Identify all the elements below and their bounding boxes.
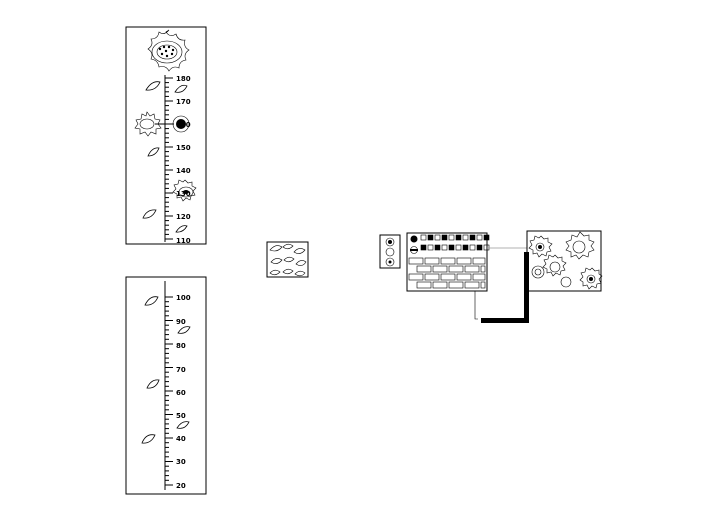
upper-panel-frame <box>125 26 207 245</box>
flower-icon-tile <box>379 234 401 269</box>
lower-label-70: 70 <box>176 366 186 374</box>
upper-label-130: 130 <box>176 190 191 198</box>
leaf-icon <box>141 434 156 444</box>
lower-sunflower-icon <box>172 179 197 202</box>
lower-label-90: 90 <box>176 318 186 326</box>
lower-panel-frame <box>125 276 207 495</box>
brick-cell <box>420 244 427 251</box>
brick-cell <box>480 265 486 273</box>
brick-cell <box>434 234 441 241</box>
leaf-icon <box>174 84 188 93</box>
brick-cell <box>472 273 486 281</box>
lower-ruler-labels: 100 90 80 70 60 50 40 30 20 <box>176 294 191 490</box>
lower-label-60: 60 <box>176 389 186 397</box>
mid-sunflower-left-icon <box>134 111 162 137</box>
lower-label-80: 80 <box>176 342 186 350</box>
brick-cell <box>462 234 469 241</box>
brick-cell <box>476 234 483 241</box>
brick-cell <box>464 281 480 289</box>
leaf-icon <box>175 225 188 233</box>
brick-cell <box>441 234 448 241</box>
lower-label-100: 100 <box>176 294 191 302</box>
brick-cell <box>432 265 448 273</box>
leaf-icon <box>142 209 157 219</box>
top-sunflower-icon <box>147 29 190 72</box>
upper-label-170: 170 <box>176 98 191 106</box>
brick-cell <box>434 244 441 251</box>
leaf-tile-frame <box>266 241 309 278</box>
brick-cell <box>448 244 455 251</box>
upper-label-120: 120 <box>176 213 191 221</box>
lower-growth-chart-panel: 100 90 80 70 60 50 40 30 20 <box>125 276 207 495</box>
leaf-pattern-tile <box>266 241 309 278</box>
leaf-icon <box>144 296 159 306</box>
brick-cell <box>408 257 424 265</box>
upper-ruler-labels: 180 170 160 150 140 130 120 110 <box>176 75 191 245</box>
brick-cell <box>455 244 462 251</box>
leaf-icon <box>146 379 160 389</box>
brick-cell <box>483 234 490 241</box>
leaf-icon <box>145 81 161 91</box>
upper-label-180: 180 <box>176 75 191 83</box>
brick-cell <box>427 244 434 251</box>
upper-label-140: 140 <box>176 167 191 175</box>
flower-tile-frame <box>379 234 401 269</box>
brick-cell <box>469 244 476 251</box>
brick-cell <box>448 281 464 289</box>
brick-cell <box>448 234 455 241</box>
lower-label-40: 40 <box>176 435 186 443</box>
brick-cell <box>416 265 432 273</box>
brick-block-frame <box>406 232 488 292</box>
lower-ruler-ticks <box>165 296 173 486</box>
brick-cell <box>462 244 469 251</box>
brick-cell <box>472 257 486 265</box>
lower-label-20: 20 <box>176 482 186 490</box>
thick-bar <box>481 318 528 323</box>
brick-cell <box>456 257 472 265</box>
mid-sunflower-right-icon <box>172 115 190 133</box>
brick-cell <box>476 244 483 251</box>
sunflower-cluster-block <box>526 230 603 292</box>
brick-cell <box>432 281 448 289</box>
brick-cell <box>448 265 464 273</box>
brick-cell <box>427 234 434 241</box>
brick-rows <box>408 234 490 289</box>
brick-cell <box>441 244 448 251</box>
brick-cell <box>455 234 462 241</box>
brick-cell <box>408 273 424 281</box>
upper-label-110: 110 <box>176 237 191 245</box>
brick-cell <box>469 234 476 241</box>
connector-lines <box>474 247 529 323</box>
lower-label-30: 30 <box>176 458 186 466</box>
brick-pattern-block <box>406 232 490 292</box>
brick-cell <box>424 273 440 281</box>
brick-cell <box>483 244 490 251</box>
brick-cell <box>456 273 472 281</box>
brick-cell <box>440 273 456 281</box>
lower-label-50: 50 <box>176 412 186 420</box>
leaf-icon <box>177 326 191 334</box>
brick-cell <box>480 281 486 289</box>
upper-ruler-ticks <box>165 77 173 240</box>
brick-cell <box>440 257 456 265</box>
brick-cell <box>420 234 427 241</box>
brick-cell <box>464 265 480 273</box>
upper-label-150: 150 <box>176 144 191 152</box>
cluster-frame <box>526 230 602 292</box>
brick-cell <box>416 281 432 289</box>
brick-cell <box>424 257 440 265</box>
upper-growth-chart-panel: 180 170 160 150 140 130 120 110 <box>125 26 207 245</box>
leaf-icon <box>176 421 190 429</box>
leaf-icon <box>147 147 160 157</box>
